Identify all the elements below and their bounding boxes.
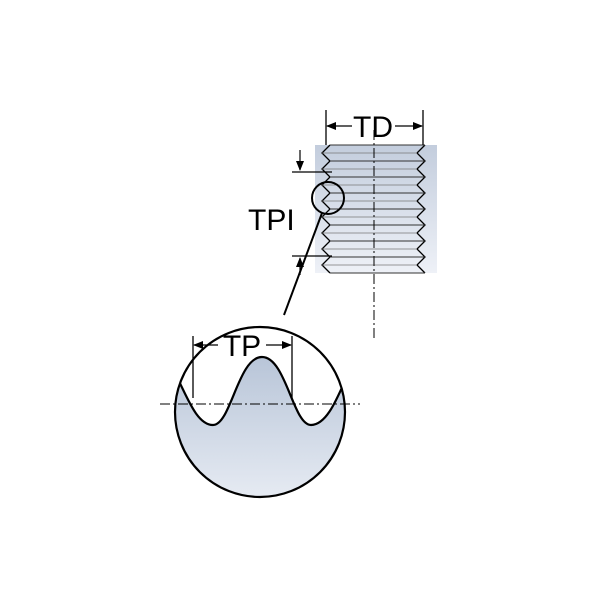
magnified-thread-fill	[175, 355, 345, 497]
tp-label: TP	[223, 330, 261, 363]
thread-crest-lines	[330, 144, 425, 274]
detail-callout-circle	[311, 181, 345, 215]
td-label: TD	[353, 111, 393, 144]
tp-dimension	[192, 336, 293, 398]
tpi-label: TPI	[248, 204, 295, 237]
threaded-rod	[315, 130, 437, 338]
detail-leader-line	[283, 212, 323, 316]
magnified-thread-view	[160, 325, 360, 499]
magnified-outline	[173, 325, 347, 499]
td-dimension	[325, 110, 424, 145]
